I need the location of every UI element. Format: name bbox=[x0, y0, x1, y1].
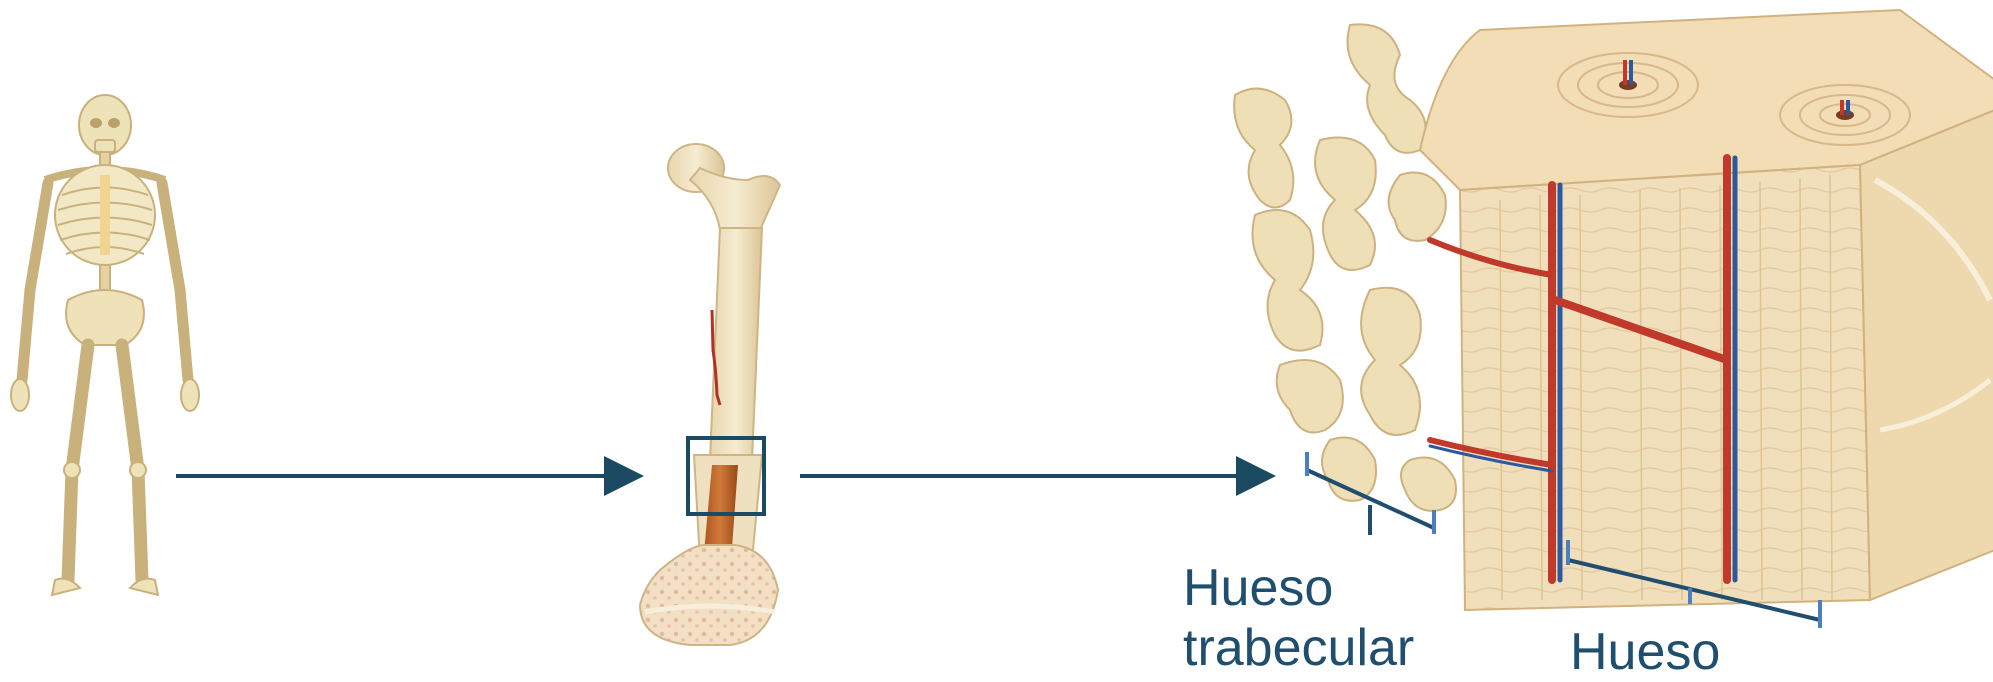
femur-bone-icon bbox=[640, 144, 780, 645]
trabecular-bone-label-line1: Hueso bbox=[1183, 558, 1333, 618]
human-skeleton-icon bbox=[11, 95, 199, 595]
trabecular-bone-label-line2: trabecular bbox=[1183, 618, 1414, 678]
trabecular-meshwork bbox=[1234, 24, 1456, 510]
bone-tissue-cross-section-icon bbox=[1234, 10, 1993, 610]
cortical-front-face bbox=[1460, 165, 1870, 610]
cortical-bone-label-line1: Hueso bbox=[1570, 622, 1720, 682]
